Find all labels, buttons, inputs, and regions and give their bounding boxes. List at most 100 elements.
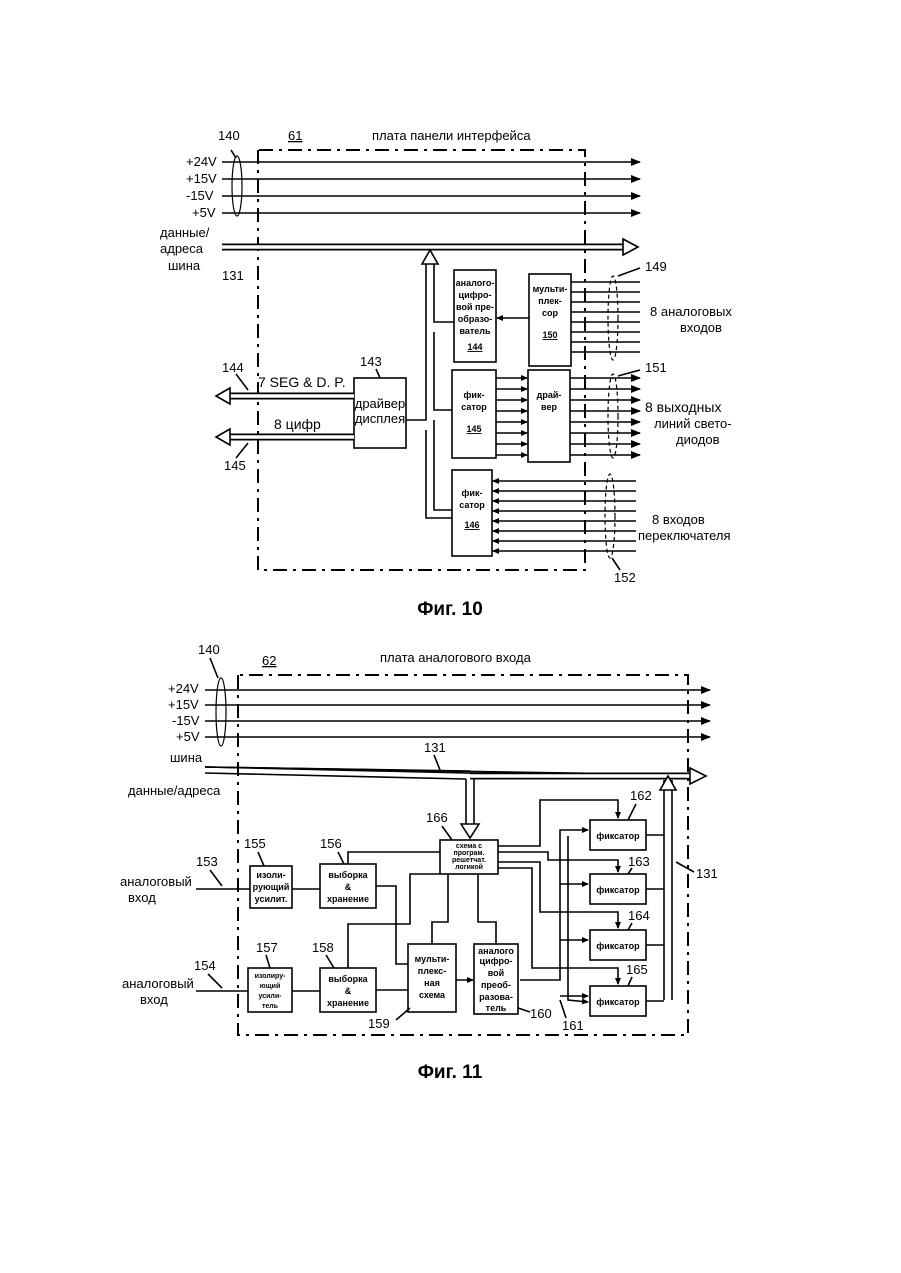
power-lines-fig11 <box>205 658 710 746</box>
input-2-label-2: вход <box>140 992 168 1007</box>
board-ref-61: 61 <box>288 128 302 143</box>
seg-label: 7 SEG & D. P. <box>258 374 346 390</box>
latch-165-label: фиксатор <box>596 997 640 1007</box>
ref-161: 161 <box>562 1018 584 1033</box>
ctrl-text-3: решетчат. <box>452 857 486 864</box>
latch-163-label: фиксатор <box>596 885 640 895</box>
input-2-label-1: аналоговый <box>122 976 194 991</box>
display-driver-text-2: дисплея <box>355 411 405 426</box>
mux159-text-2: плекс- <box>418 966 446 976</box>
input-1-label-1: аналоговый <box>120 874 192 889</box>
switch-inputs-label-2: переключателя <box>638 528 731 543</box>
mux-150-text-2: плек- <box>538 296 562 306</box>
board-title-fig11: плата аналогового входа <box>380 650 532 665</box>
power-5v-fig11: +5V <box>176 729 200 744</box>
sh2-text-3: хранение <box>327 998 369 1008</box>
ref-151: 151 <box>645 360 667 375</box>
adc160-text-5: разова- <box>479 992 513 1002</box>
led-output-lines <box>570 370 640 458</box>
sh1-text-3: хранение <box>327 894 369 904</box>
ref-162: 162 <box>630 788 652 803</box>
sh1-text-1: выборка <box>328 870 368 880</box>
latch-162-label: фиксатор <box>596 831 640 841</box>
ref-131-top: 131 <box>424 740 446 755</box>
bus-label-2: адреса <box>160 241 204 256</box>
adc-144-ref: 144 <box>467 342 482 352</box>
led-outputs-label-3: диодов <box>676 432 720 447</box>
latch-146-box <box>452 470 492 556</box>
sh2-text-1: выборка <box>328 974 368 984</box>
adc160-text-1: аналого <box>478 946 514 956</box>
mux-150-ref: 150 <box>542 330 557 340</box>
adc-144-text-2: цифро- <box>459 290 492 300</box>
adc-144-text-3: вой пре- <box>456 302 494 312</box>
adc160-text-2: цифро- <box>480 956 513 966</box>
latch-145-text-1: фик- <box>464 390 485 400</box>
internal-bus <box>404 250 454 518</box>
adc160-text-3: вой <box>488 968 504 978</box>
display-driver-text-1: драйвер <box>355 396 406 411</box>
ref-153: 153 <box>196 854 218 869</box>
mux-150-text-3: сор <box>542 308 559 318</box>
led-driver-text-2: вер <box>541 402 557 412</box>
iso2-text-2: ющий <box>260 982 281 990</box>
adc160-text-6: тель <box>486 1003 507 1013</box>
sh2-text-2: & <box>345 986 352 996</box>
analog-inputs-label-2: входов <box>680 320 722 335</box>
ctrl-text-2: програм. <box>454 850 485 857</box>
switch-inputs-label-1: 8 входов <box>652 512 705 527</box>
adc-144-text-4: образо- <box>458 314 492 324</box>
ref-140-fig11: 140 <box>198 642 220 657</box>
bus-label-1: данные/ <box>160 225 210 240</box>
ref-144-bus: 144 <box>222 360 244 375</box>
analog-inputs-label-1: 8 аналоговых <box>650 304 732 319</box>
ref-159: 159 <box>368 1016 390 1031</box>
iso1-text-3: усилит. <box>255 894 288 904</box>
ref-154: 154 <box>194 958 216 973</box>
iso1-text-2: рующий <box>253 882 290 892</box>
ref-140: 140 <box>218 128 240 143</box>
ref-131: 131 <box>222 268 244 283</box>
iso2-text-1: изолиру- <box>255 973 287 980</box>
ref-164: 164 <box>628 908 650 923</box>
ctrl-text-4: логикой <box>455 863 483 871</box>
switch-input-lines <box>493 474 636 570</box>
digits-label: 8 цифр <box>274 416 321 432</box>
power-24v: +24V <box>186 154 217 169</box>
latch-146-text-1: фик- <box>462 488 483 498</box>
ctrl-text-1: схема с <box>456 843 482 850</box>
latch-146-ref: 146 <box>464 520 479 530</box>
figure-10: 140 61 плата панели интерфейса +24V +15V… <box>160 108 732 620</box>
board-title: плата панели интерфейса <box>372 128 531 143</box>
input-1-label-2: вход <box>128 890 156 905</box>
ref-149: 149 <box>645 259 667 274</box>
power-15v: +15V <box>186 171 217 186</box>
mux159-text-4: схема <box>419 990 446 1000</box>
power-neg15v-fig11: -15V <box>172 713 200 728</box>
power-24v-fig11: +24V <box>168 681 199 696</box>
power-5v: +5V <box>192 205 216 220</box>
mux-150-text-1: мульти- <box>533 284 568 294</box>
latch-to-driver-lines <box>496 378 527 455</box>
fig10-caption: Фиг. 10 <box>417 599 483 620</box>
bus-word: шина <box>170 750 203 765</box>
adc-144-text-5: ватель <box>459 326 491 336</box>
ref-165: 165 <box>626 962 648 977</box>
power-neg15v: -15V <box>186 188 214 203</box>
ref-143: 143 <box>360 354 382 369</box>
ref-158: 158 <box>312 940 334 955</box>
analog-input-lines <box>571 268 640 360</box>
latch-146-text-2: сатор <box>459 500 485 510</box>
bus-addr: данные/адреса <box>128 783 221 798</box>
iso2-text-4: тель <box>262 1003 279 1010</box>
ref-166: 166 <box>426 810 448 825</box>
power-15v-fig11: +15V <box>168 697 199 712</box>
led-outputs-label-2: линий свето- <box>654 416 732 431</box>
led-driver-box <box>528 370 570 462</box>
iso2-text-3: усили- <box>259 993 283 1000</box>
latch-145-text-2: сатор <box>461 402 487 412</box>
mux159-text-1: мульти- <box>415 954 450 964</box>
power-lines <box>222 150 640 216</box>
led-driver-text-1: драй- <box>537 390 562 400</box>
ref-163: 163 <box>628 854 650 869</box>
